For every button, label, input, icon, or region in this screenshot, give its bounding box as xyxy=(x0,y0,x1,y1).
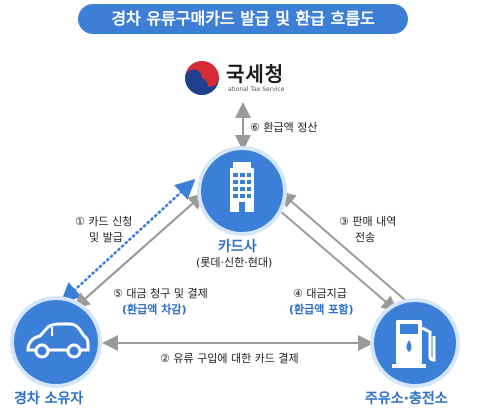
arrow-3 xyxy=(279,191,406,301)
car-icon xyxy=(26,322,90,359)
card-company-sub: (롯데·신한·현대) xyxy=(196,256,273,269)
arrow-4 xyxy=(271,203,398,312)
step-5-label-line1: ⑤ 대금 청구 및 결제 xyxy=(113,287,208,300)
step-1-label-line2: 및 발급 xyxy=(89,231,123,244)
step-5-label-line2: (환급액 차감) xyxy=(122,303,187,316)
step-1-label-line1: ① 카드 신청 xyxy=(75,215,133,228)
owner-title: 경차 소유자 xyxy=(14,391,84,407)
nts-subtitle: ational Tax Service xyxy=(228,86,285,93)
card-company-title: 카드사 xyxy=(218,239,257,255)
nts-name: 국세청 xyxy=(226,62,285,86)
diagram-title: 경차 유류구매카드 발급 및 환급 흐름도 xyxy=(78,4,408,34)
owner-node xyxy=(14,300,98,384)
step-3-label-line2: 전송 xyxy=(355,231,376,244)
step-2-label: ② 유류 구입에 대한 카드 결제 xyxy=(160,352,299,365)
step-4-label-line1: ④ 대금지급 xyxy=(293,287,347,300)
station-title: 주유소·충전소 xyxy=(365,391,448,407)
building-icon xyxy=(230,162,254,212)
card-company-node xyxy=(201,150,283,232)
step-4-label-line2: (환급액 포함) xyxy=(289,303,354,316)
step-3-label-line1: ③ 판매 내역 xyxy=(339,215,397,228)
arrow-1 xyxy=(65,178,196,299)
step-6-label: ⑥ 환급액 정산 xyxy=(250,121,318,134)
fuel-pump-icon xyxy=(392,320,436,368)
nts-logo xyxy=(185,61,219,95)
station-node xyxy=(374,302,456,384)
